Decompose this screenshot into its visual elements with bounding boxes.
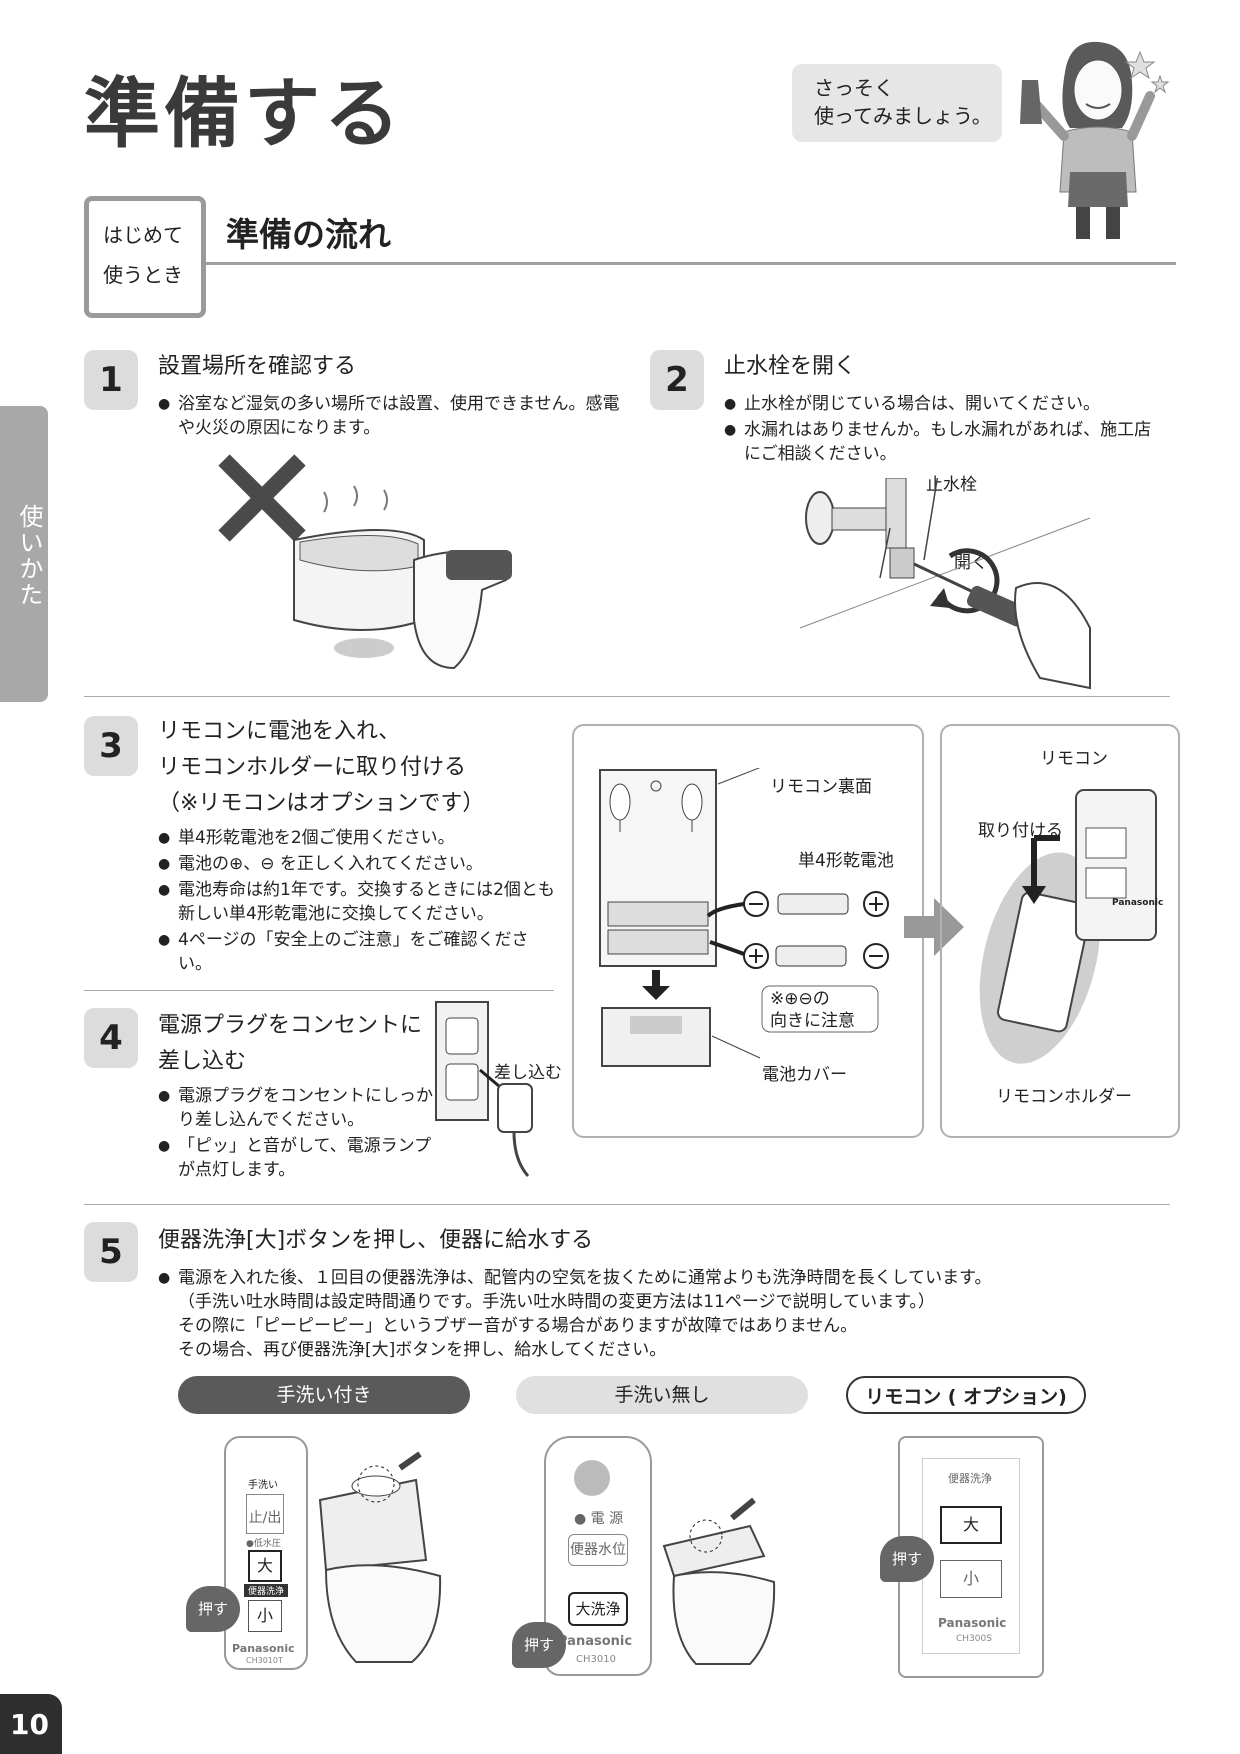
tab-without-handwash: 手洗い無し: [516, 1376, 808, 1414]
step-3-heading-line-2: リモコンホルダーに取り付ける: [158, 755, 467, 780]
holder-label: リモコンホルダー: [996, 1087, 1132, 1107]
model-label: CH3010T: [246, 1656, 283, 1665]
remote-back-illustration: [599, 768, 889, 1067]
step-5-bullet: 電源を入れた後、１回目の便器洗浄は、配管内の空気を抜くために通常よりも洗浄時間を…: [158, 1266, 1158, 1362]
step-3-bullet: 4ページの「安全上のご注意」をご確認ください。: [158, 928, 558, 976]
step-4-heading-line-2: 差し込む: [158, 1049, 247, 1074]
holder-panel: [940, 724, 1180, 1138]
small-flush-button[interactable]: 小: [248, 1600, 282, 1632]
holder-remote-brand: Panasonic: [1112, 898, 1164, 908]
step-3-bullets: 単4形乾電池を2個ご使用ください。 電池の⊕、⊖ を正しく入れてください。 電池…: [158, 826, 558, 978]
step-4-heading-line-1: 電源プラグをコンセントに: [158, 1013, 423, 1038]
flush-title-label: 便器洗浄: [948, 1472, 992, 1485]
section-rule: [206, 262, 1176, 265]
step-1-bullet: 浴室など湿気の多い場所では設置、使用できません。感電や火災の原因になります。: [158, 392, 628, 440]
side-tab-label: 使いかた: [15, 504, 43, 608]
handwash-label: 手洗い: [248, 1480, 278, 1491]
divider: [84, 1204, 1170, 1205]
orientation-note-line-2: 向きに注意: [770, 1011, 855, 1031]
holder-illustration: [979, 789, 1157, 1064]
push-hand-icon: 押す: [880, 1536, 934, 1582]
step-5-line-1: 電源を入れた後、１回目の便器洗浄は、配管内の空気を抜くために通常よりも洗浄時間を…: [178, 1268, 992, 1288]
page-title: 準備する: [84, 69, 404, 158]
bathroom-illustration: [218, 454, 512, 670]
bubble-line-2: 使ってみましょう。: [814, 104, 992, 128]
step-2-bullet: 止水栓が閉じている場合は、開いてください。: [724, 392, 1154, 416]
remote-back-label: リモコン裏面: [770, 777, 872, 797]
big-flush-button[interactable]: 大: [940, 1506, 1002, 1544]
divider: [84, 990, 554, 991]
step-1-bullets: 浴室など湿気の多い場所では設置、使用できません。感電や火災の原因になります。: [158, 392, 628, 442]
valve-illustration: [799, 478, 1091, 690]
section-title: 準備の流れ: [226, 215, 391, 254]
step-2-bullet: 水漏れはありませんか。もし水漏れがあれば、施工店にご相談ください。: [724, 418, 1154, 466]
flush-label: 便器洗浄: [244, 1584, 288, 1597]
tab-remote-option: リモコン ( オプション): [846, 1376, 1086, 1414]
divider: [84, 696, 1170, 697]
step-4-number: 4: [84, 1008, 138, 1068]
step-4-heading: 電源プラグをコンセントに 差し込む: [158, 1008, 422, 1080]
outlet-illustration: [435, 1001, 533, 1177]
tab-with-handwash: 手洗い付き: [178, 1376, 470, 1414]
step-5-line-4: その場合、再び便器洗浄[大]ボタンを押し、給水してください。: [178, 1340, 667, 1360]
step-4-bullet: 「ピッ」と音がして、電源ランプが点灯します。: [158, 1134, 438, 1182]
speech-bubble: さっそく 使ってみましょう。: [792, 64, 1002, 142]
orientation-note: ※⊕⊖の 向きに注意: [770, 988, 855, 1032]
brand-label: Panasonic: [558, 1634, 633, 1649]
badge-line-1: はじめて: [103, 223, 183, 247]
push-hand-icon: 押す: [186, 1586, 240, 1632]
step-1-heading: 設置場所を確認する: [158, 354, 357, 379]
first-use-badge: はじめて 使うとき: [84, 196, 206, 318]
step-3-bullet: 電池寿命は約1年です。交換するときには2個とも新しい単4形乾電池に交換してくださ…: [158, 878, 558, 926]
step-3-heading-line-3: （※リモコンはオプションです）: [158, 791, 485, 816]
battery-cover-label: 電池カバー: [762, 1065, 847, 1085]
bubble-line-1: さっそく: [814, 76, 894, 100]
indicator-circle: [574, 1460, 610, 1496]
model-label: CH300S: [956, 1634, 992, 1644]
insert-label: 差し込む: [494, 1063, 562, 1083]
page-number: 10: [0, 1694, 62, 1754]
step-3-number: 3: [84, 716, 138, 776]
water-level-button[interactable]: 便器水位: [568, 1534, 628, 1566]
step-5-line-2: （手洗い吐水時間は設定時間通りです。手洗い吐水時間の変更方法は11ページで説明し…: [178, 1292, 935, 1312]
step-4-bullet: 電源プラグをコンセントにしっかり差し込んでください。: [158, 1084, 438, 1132]
step-5-bullets: 電源を入れた後、１回目の便器洗浄は、配管内の空気を抜くために通常よりも洗浄時間を…: [158, 1266, 1158, 1362]
step-2-heading: 止水栓を開く: [724, 354, 857, 379]
stop-button[interactable]: 止/出: [246, 1494, 284, 1534]
brand-label: Panasonic: [938, 1616, 1007, 1630]
big-flush-button[interactable]: 大洗浄: [568, 1592, 628, 1626]
big-flush-button[interactable]: 大: [248, 1550, 282, 1582]
brand-label: Panasonic: [232, 1642, 295, 1655]
toilet-tankless-illustration: [662, 1497, 776, 1665]
low-pressure-label: ●低水圧: [246, 1539, 281, 1549]
step-3-bullet: 電池の⊕、⊖ を正しく入れてください。: [158, 852, 558, 876]
woman-illustration: [1020, 41, 1170, 239]
badge-line-2: 使うとき: [103, 263, 183, 287]
step-3-heading: リモコンに電池を入れ、 リモコンホルダーに取り付ける （※リモコンはオプションで…: [158, 714, 484, 822]
step-2-bullets: 止水栓が閉じている場合は、開いてください。 水漏れはありませんか。もし水漏れがあ…: [724, 392, 1154, 468]
valve-label: 止水栓: [926, 475, 977, 495]
step-3-bullet: 単4形乾電池を2個ご使用ください。: [158, 826, 558, 850]
step-4-bullets: 電源プラグをコンセントにしっかり差し込んでください。 「ピッ」と音がして、電源ラ…: [158, 1084, 438, 1184]
side-tab: 使いかた: [0, 406, 48, 702]
orientation-note-line-1: ※⊕⊖の: [770, 989, 830, 1009]
step-1-number: 1: [84, 350, 138, 410]
remote-label: リモコン: [1040, 749, 1108, 769]
step-2-number: 2: [650, 350, 704, 410]
battery-label: 単4形乾電池: [798, 851, 894, 871]
power-label: ● 電 源: [574, 1511, 624, 1527]
model-label: CH3010: [576, 1654, 616, 1665]
step-3-heading-line-1: リモコンに電池を入れ、: [158, 719, 401, 744]
arrow-right-icon: [904, 898, 964, 956]
step-5-line-3: その際に「ピーピーピー」というブザー音がする場合がありますが故障ではありません。: [178, 1316, 858, 1336]
step-5-number: 5: [84, 1222, 138, 1282]
toilet-with-tank-illustration: [318, 1451, 442, 1663]
step-5-heading: 便器洗浄[大]ボタンを押し、便器に給水する: [158, 1228, 594, 1253]
small-flush-button[interactable]: 小: [940, 1560, 1002, 1598]
push-hand-icon: 押す: [512, 1622, 566, 1668]
